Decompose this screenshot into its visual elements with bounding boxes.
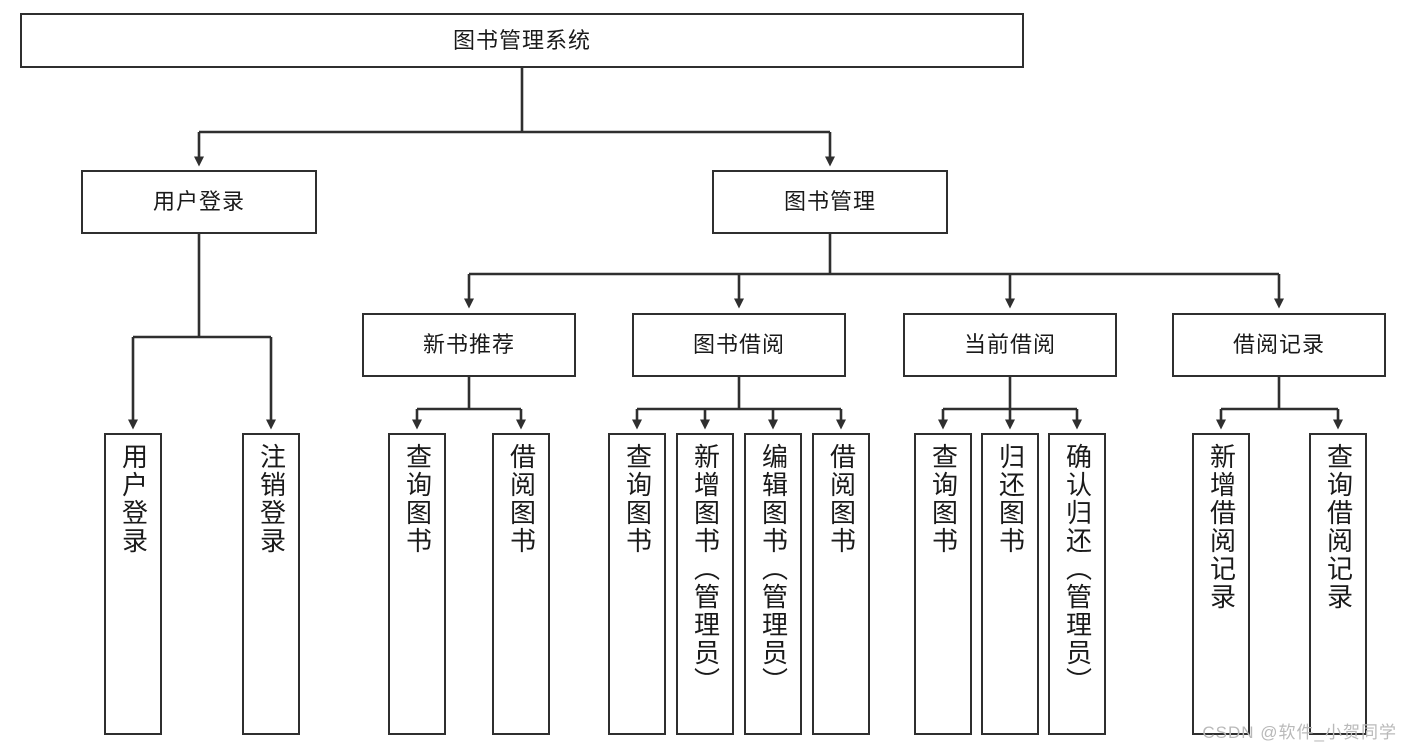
node-leaf-edit-book-label: 编辑图书（管理员）: [758, 443, 789, 695]
node-leaf-query-book-2-label: 查询图书: [622, 443, 653, 555]
node-leaf-user-login-label: 用户登录: [118, 443, 149, 555]
csdn-watermark: CSDN @软件_小贺同学: [1202, 723, 1397, 742]
node-book-borrow[interactable]: 图书借阅: [632, 313, 846, 377]
node-leaf-return-book-label: 归还图书: [995, 443, 1026, 555]
node-book-manage[interactable]: 图书管理: [712, 170, 948, 234]
node-leaf-add-book-label: 新增图书（管理员）: [690, 443, 721, 695]
node-leaf-borrow-book-1[interactable]: 借阅图书: [492, 433, 550, 735]
node-user-login-label: 用户登录: [152, 189, 245, 215]
node-user-login[interactable]: 用户登录: [81, 170, 317, 234]
node-leaf-add-record[interactable]: 新增借阅记录: [1192, 433, 1250, 735]
node-root-system-label: 图书管理系统: [452, 27, 591, 53]
node-leaf-query-book-2[interactable]: 查询图书: [608, 433, 666, 735]
node-leaf-query-record[interactable]: 查询借阅记录: [1309, 433, 1367, 735]
node-leaf-query-book-1-label: 查询图书: [402, 443, 433, 555]
node-book-borrow-label: 图书借阅: [692, 332, 785, 358]
node-new-book-recommend[interactable]: 新书推荐: [362, 313, 576, 377]
node-new-book-recommend-label: 新书推荐: [422, 332, 515, 358]
node-leaf-borrow-book-2[interactable]: 借阅图书: [812, 433, 870, 735]
node-current-borrow-label: 当前借阅: [963, 332, 1056, 358]
node-leaf-add-record-label: 新增借阅记录: [1206, 443, 1237, 611]
node-leaf-user-login[interactable]: 用户登录: [104, 433, 162, 735]
node-leaf-borrow-book-2-label: 借阅图书: [826, 443, 857, 555]
node-leaf-query-book-1[interactable]: 查询图书: [388, 433, 446, 735]
node-borrow-record[interactable]: 借阅记录: [1172, 313, 1386, 377]
node-current-borrow[interactable]: 当前借阅: [903, 313, 1117, 377]
node-leaf-borrow-book-1-label: 借阅图书: [506, 443, 537, 555]
node-leaf-confirm-return[interactable]: 确认归还（管理员）: [1048, 433, 1106, 735]
node-leaf-edit-book[interactable]: 编辑图书（管理员）: [744, 433, 802, 735]
node-borrow-record-label: 借阅记录: [1232, 332, 1325, 358]
node-leaf-user-logout-label: 注销登录: [256, 443, 287, 555]
node-leaf-user-logout[interactable]: 注销登录: [242, 433, 300, 735]
node-leaf-query-book-3-label: 查询图书: [928, 443, 959, 555]
node-leaf-confirm-return-label: 确认归还（管理员）: [1062, 443, 1093, 695]
node-leaf-query-book-3[interactable]: 查询图书: [914, 433, 972, 735]
node-book-manage-label: 图书管理: [783, 189, 876, 215]
node-leaf-query-record-label: 查询借阅记录: [1323, 443, 1354, 611]
node-root-system[interactable]: 图书管理系统: [20, 13, 1024, 68]
node-leaf-add-book[interactable]: 新增图书（管理员）: [676, 433, 734, 735]
node-leaf-return-book[interactable]: 归还图书: [981, 433, 1039, 735]
